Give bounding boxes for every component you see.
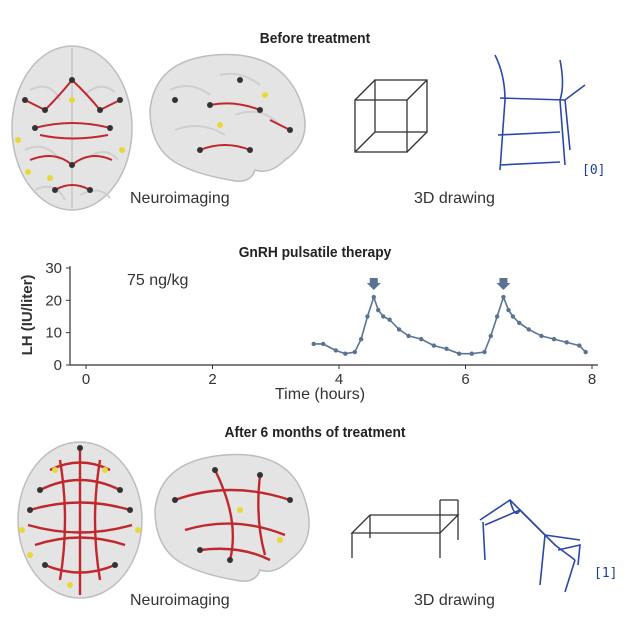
lh-data-point [506,307,511,313]
y-tick-label: 10 [45,325,62,342]
x-axis-label: Time (hours) [275,386,366,403]
lh-data-point [577,343,582,348]
lh-data-point [583,349,588,355]
lh-data-point [539,333,544,339]
patient-cube-drawing-before [494,54,586,171]
x-tick-label: 4 [335,371,343,388]
lh-data-point [311,341,316,347]
lh-data-point [494,314,500,319]
x-tick-label: 0 [82,371,90,388]
lh-data-point [376,307,381,313]
pulse-markers [366,278,511,290]
chart-series [311,294,588,356]
after-treatment-title: After 6 months of treatment [224,424,406,441]
patient-table-drawing-after [479,498,581,593]
lh-data-point [358,336,364,342]
lh-data-point [387,317,392,322]
lh-data-point [444,346,449,352]
chart-axes: 0 10 20 30 0 2 4 6 8 [45,260,598,388]
lh-data-point [371,294,376,300]
bottom-neuroimaging-caption: Neuroimaging [130,592,230,609]
y-tick-label: 0 [54,357,62,374]
y-axis-label: LH (IU/liter) [19,275,36,356]
y-tick-label: 20 [45,292,62,309]
x-tick-label: 2 [208,371,216,388]
pulse-arrow-icon [366,278,381,290]
dose-label: 75 ng/kg [127,272,189,289]
reference-cube [354,79,428,153]
lh-data-point [488,333,493,339]
lh-data-point [419,336,424,342]
lh-data-point [406,333,411,339]
lh-data-point [482,349,487,355]
top-drawing-score: [0] [582,163,606,178]
sagittal-brain-after [154,453,310,582]
lh-data-point [517,320,522,326]
lh-data-point [343,351,348,356]
lh-data-point [396,327,402,332]
bottom-drawing-score: [1] [594,566,618,581]
lh-data-point [501,294,506,300]
before-treatment-title: Before treatment [259,30,371,47]
bottom-drawing-caption: 3D drawing [414,592,495,609]
lh-data-point [456,351,462,356]
lh-data-point [333,348,339,353]
lh-data-point [365,314,370,319]
axial-brain-before [11,45,133,211]
lh-data-point [352,349,358,355]
top-drawing-caption: 3D drawing [414,190,495,207]
lh-data-point [526,327,531,332]
lh-data-point [564,340,569,345]
reference-table [350,499,460,558]
x-tick-label: 8 [588,371,596,388]
lh-data-point [320,341,326,347]
x-tick-label: 6 [461,371,469,388]
lh-data-point [469,351,475,356]
y-tick-label: 30 [45,260,62,277]
lh-data-point [381,314,386,319]
lh-data-point [431,343,437,348]
lh-data-point [551,336,557,342]
sagittal-brain-before [149,53,306,182]
top-neuroimaging-caption: Neuroimaging [130,190,230,207]
therapy-title: GnRH pulsatile therapy [238,244,392,261]
axial-brain-after [17,441,143,599]
lh-data-point [510,314,516,319]
pulse-arrow-icon [496,278,511,290]
